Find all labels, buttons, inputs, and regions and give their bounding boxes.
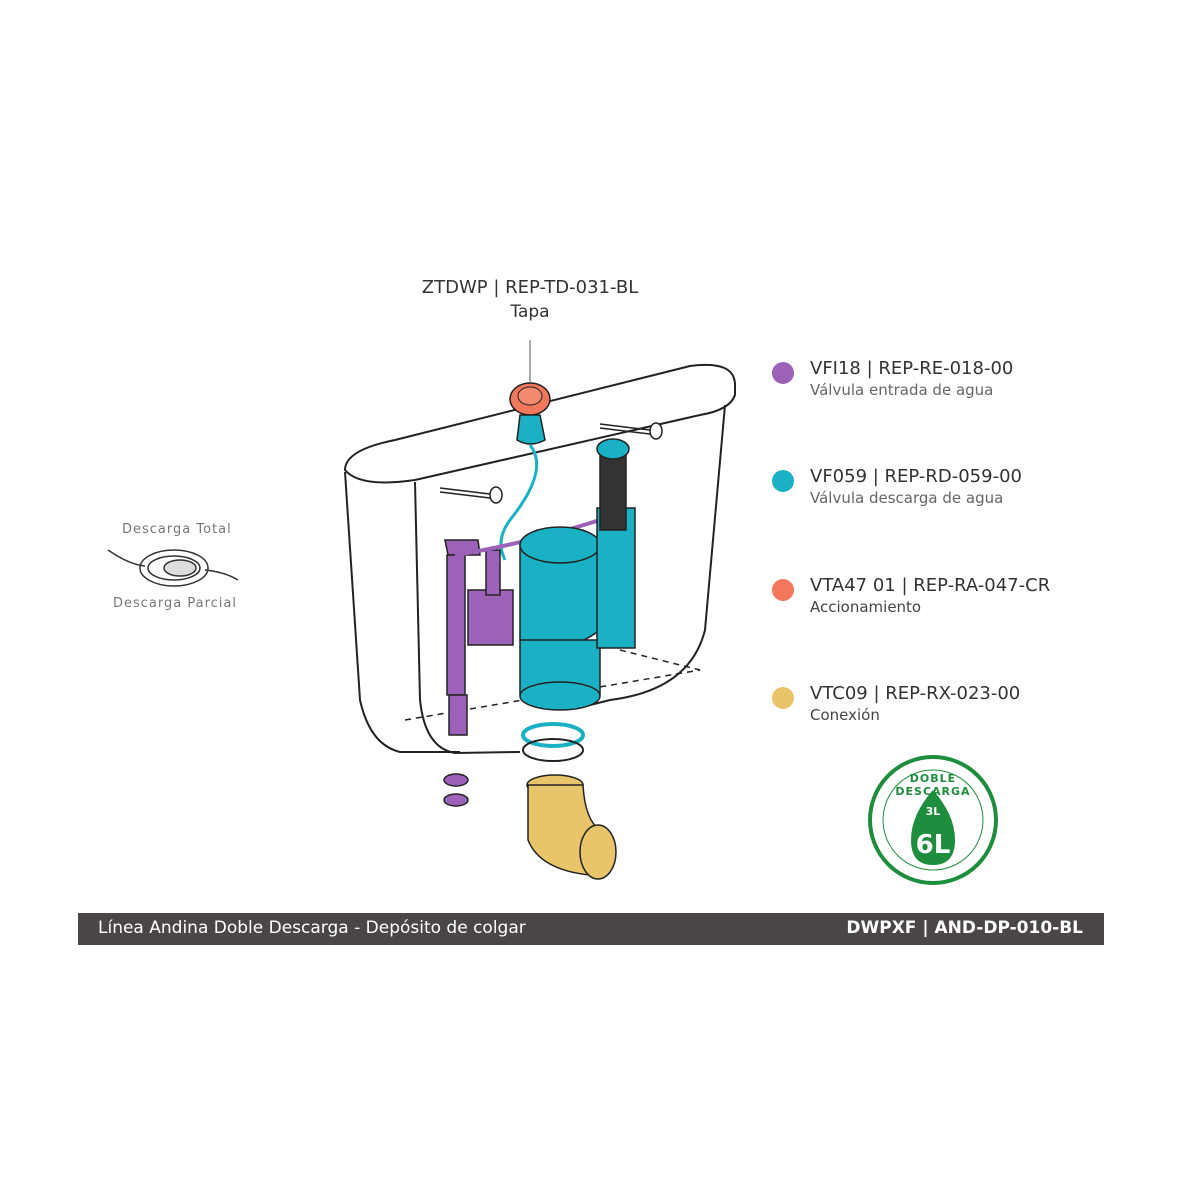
legend-code: VFI18 | REP-RE-018-00 <box>810 358 1014 379</box>
footer-code: DWPXF | AND-DP-010-BL <box>846 918 1083 938</box>
legend-dot-icon <box>772 687 794 709</box>
top-part-name: Tapa <box>510 302 550 322</box>
legend-desc: Conexión <box>810 706 880 724</box>
footer-bar <box>78 913 1104 945</box>
top-part-code: ZTDWP | REP-TD-031-BL <box>421 277 639 298</box>
top-part-label: ZTDWP | REP-TD-031-BL Tapa <box>380 276 680 324</box>
flush-valve <box>519 438 636 762</box>
legend-code: VTA47 01 | REP-RA-047-CR <box>810 575 1051 596</box>
dual-flush-badge <box>868 755 998 885</box>
flush-total-label: Descarga Total <box>122 522 232 537</box>
legend-desc: Válvula entrada de agua <box>810 381 994 399</box>
legend-dot-icon <box>772 362 794 384</box>
footer-title: Línea Andina Doble Descarga - Depósito d… <box>98 918 526 938</box>
legend-code: VTC09 | REP-RX-023-00 <box>810 683 1021 704</box>
flush-partial-label: Descarga Parcial <box>113 596 237 611</box>
tank-bolts <box>439 422 663 504</box>
badge-small-volume: 3L <box>925 805 941 818</box>
badge-arc-text: DOBLE DESCARGA <box>895 772 971 798</box>
connector-pipe <box>526 774 617 880</box>
flush-actuator <box>499 382 551 561</box>
legend-code: VF059 | REP-RD-059-00 <box>810 466 1022 487</box>
legend-desc: Válvula descarga de agua <box>810 489 1004 507</box>
legend-desc: Accionamiento <box>810 598 922 616</box>
flush-button-sketch <box>107 549 239 587</box>
legend-dot-icon <box>772 579 794 601</box>
legend-dot-icon <box>772 470 794 492</box>
badge-big-volume: 6L <box>915 830 951 860</box>
inlet-valve <box>443 518 601 807</box>
